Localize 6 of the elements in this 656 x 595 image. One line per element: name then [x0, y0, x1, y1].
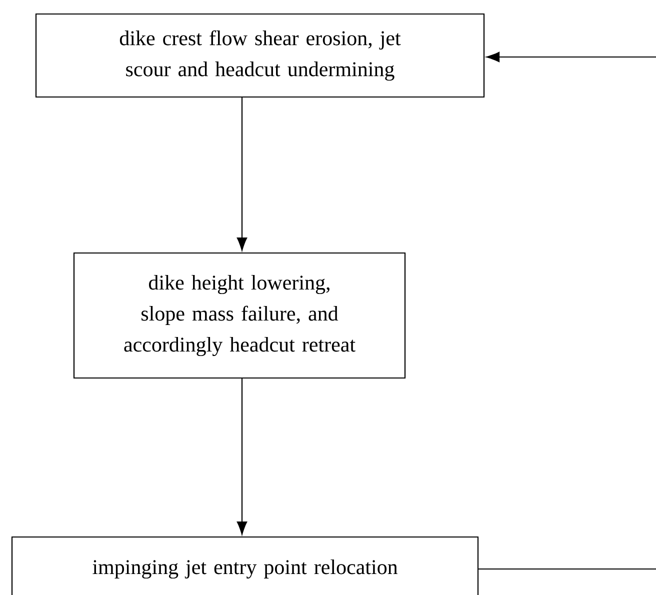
- process-box: dike height lowering, slope mass failure, and accordingly headcut retreat: [73, 252, 406, 379]
- arrow: [478, 52, 656, 570]
- process-box: dike crest flow shear erosion, jet scour and headcut undermining: [35, 13, 485, 98]
- arrow: [236, 378, 248, 535]
- process-box: impinging jet entry point relocation: [11, 536, 479, 595]
- arrow: [236, 98, 248, 251]
